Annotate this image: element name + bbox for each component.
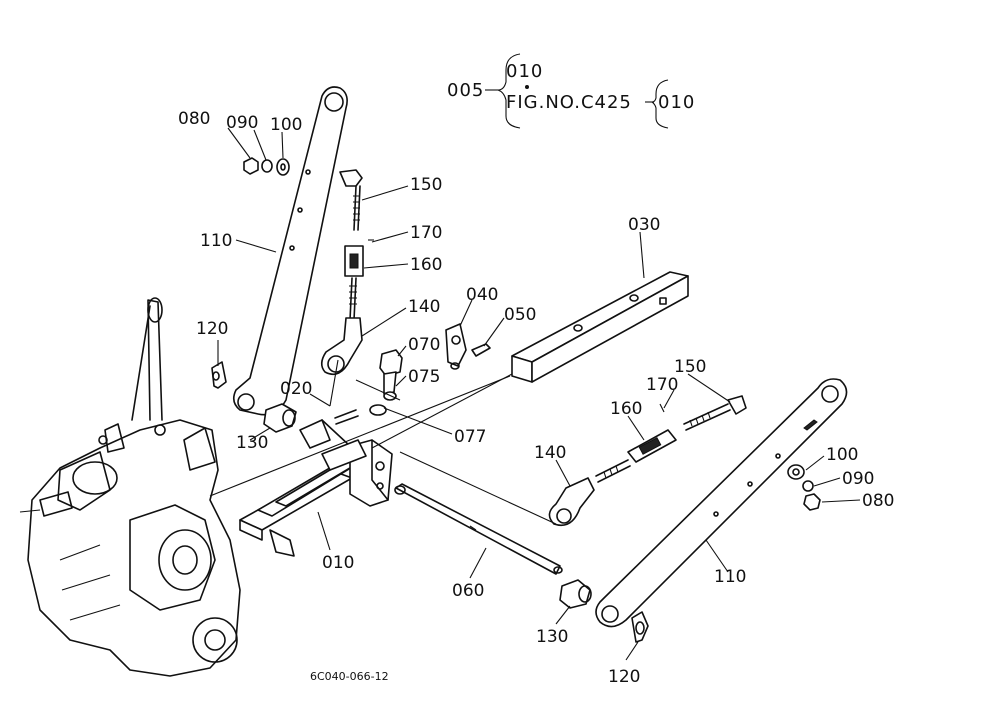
label-140-left: 140 [408,297,440,317]
label-070: 070 [408,335,440,355]
label-120-right: 120 [608,667,640,687]
fasteners-left [243,157,290,176]
drawing-code: 6C040-066-12 [310,670,389,683]
top-code-010: 010 [506,61,543,82]
label-140-right: 140 [534,443,566,463]
label-010: 010 [322,553,354,573]
label-040: 040 [466,285,498,305]
hitch-bracket-010 [239,409,393,557]
label-110-right: 110 [714,567,746,587]
lift-rod-left [232,86,348,416]
label-080-left: 080 [178,109,210,129]
bushing-130-right [559,579,592,609]
figure-reference-header: 005 010 FIG.NO.C425 010 [447,53,695,129]
callout-labels: 080 090 100 150 110 170 160 030 040 050 … [178,109,894,687]
pin-bolt [369,349,403,416]
label-170-right: 170 [646,375,678,395]
leveling-rod-right [548,395,747,527]
label-100-left: 100 [270,115,302,135]
tractor-rear-housing [19,297,241,677]
label-160-right: 160 [610,399,642,419]
pin-120-right [631,611,649,643]
label-150-left: 150 [410,175,442,195]
label-160-left: 160 [410,255,442,275]
label-090-right: 090 [842,469,874,489]
label-110-left: 110 [200,231,232,251]
lever-040 [445,323,491,370]
label-080-right: 080 [862,491,894,511]
label-130-right: 130 [536,627,568,647]
fasteners-right [787,464,821,511]
drawbar-030 [511,271,689,383]
label-075: 075 [408,367,440,387]
right-code-010: 010 [658,92,695,113]
label-120-left: 120 [196,319,228,339]
lift-rod-right [595,378,848,628]
cross-shaft-060 [394,483,563,575]
bushing-130-left [263,403,297,433]
label-090-left: 090 [226,113,258,133]
label-060: 060 [452,581,484,601]
label-130-left: 130 [236,433,268,453]
leveling-rod-left [320,169,374,376]
label-050: 050 [504,305,536,325]
label-030: 030 [628,215,660,235]
label-100-right: 100 [826,445,858,465]
label-170-left: 170 [410,223,442,243]
fig-number-label: FIG.NO.C425 [506,92,632,113]
label-150-right: 150 [674,357,706,377]
label-077: 077 [454,427,486,447]
pin-120-left [211,361,227,389]
ref-code-005: 005 [447,80,484,101]
leader-lines [209,127,861,661]
label-020: 020 [280,379,312,399]
